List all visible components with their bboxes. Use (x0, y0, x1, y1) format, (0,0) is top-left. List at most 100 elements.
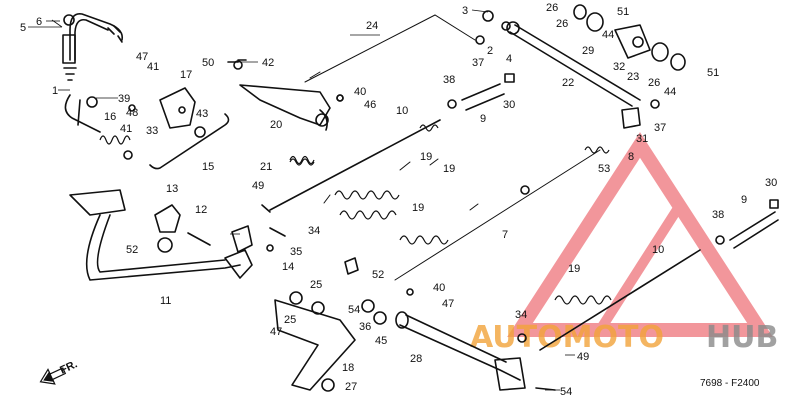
callout-1: 1 (52, 85, 58, 97)
callout-38a: 38 (443, 74, 455, 86)
callout-33: 33 (146, 125, 158, 137)
callout-50: 50 (202, 57, 214, 69)
callout-19b: 19 (443, 163, 455, 175)
callout-28: 28 (410, 353, 422, 365)
callout-37b: 37 (654, 122, 666, 134)
callout-51a: 51 (617, 6, 629, 18)
callout-7: 7 (502, 229, 508, 241)
callout-52a: 52 (126, 244, 138, 256)
leader-lines (28, 9, 575, 391)
callout-48: 48 (126, 107, 138, 119)
callout-32: 32 (613, 61, 625, 73)
part-pin-9-lower (729, 211, 779, 249)
callout-9b: 9 (741, 194, 747, 206)
callout-49a: 49 (252, 180, 264, 192)
callout-20: 20 (270, 119, 282, 131)
callout-30a: 30 (503, 99, 515, 111)
part-rod-10-lower (539, 249, 701, 351)
callout-8: 8 (628, 151, 634, 163)
callout-25a: 25 (310, 279, 322, 291)
callout-44b: 44 (664, 86, 676, 98)
callout-27: 27 (345, 381, 357, 393)
callout-44a: 44 (602, 29, 614, 41)
callout-47c: 47 (270, 326, 282, 338)
callout-34b: 34 (515, 309, 527, 321)
callout-36: 36 (359, 321, 371, 333)
callout-6: 6 (36, 16, 42, 28)
callout-45: 45 (375, 335, 387, 347)
part-pin-9-upper (461, 83, 505, 111)
callout-53: 53 (598, 163, 610, 175)
callout-12: 12 (195, 204, 207, 216)
part-brake-arm (233, 60, 344, 165)
callout-42: 42 (262, 57, 274, 69)
part-spring-21 (289, 158, 315, 166)
callout-9a: 9 (480, 113, 486, 125)
part-shaft-28 (395, 311, 526, 391)
callout-30b: 30 (765, 177, 777, 189)
part-cable-7 (394, 149, 601, 281)
callout-3: 3 (462, 5, 468, 17)
part-shaft-22 (506, 4, 686, 129)
callout-46: 46 (364, 99, 376, 111)
callout-34a: 34 (308, 225, 320, 237)
callout-numbers: 1 2 3 4 5 6 7 8 9 9 10 10 11 12 13 14 15… (20, 2, 777, 398)
callout-37a: 37 (472, 57, 484, 69)
part-springs-19 (323, 158, 612, 305)
part-bracket-18 (274, 299, 356, 391)
callout-22: 22 (562, 77, 574, 89)
callout-16: 16 (104, 111, 116, 123)
callout-15: 15 (202, 161, 214, 173)
callout-19c: 19 (412, 202, 424, 214)
callout-40b: 40 (433, 282, 445, 294)
callout-5: 5 (20, 22, 26, 34)
callout-39: 39 (118, 93, 130, 105)
part-cable-assembly (62, 13, 124, 81)
callout-13: 13 (166, 183, 178, 195)
part-rod-10-upper (269, 119, 441, 211)
callout-19a: 19 (420, 151, 432, 163)
diagram-code: 7698 - F2400 (700, 378, 760, 389)
callout-11: 11 (160, 295, 171, 307)
callout-14: 14 (282, 261, 294, 273)
callout-41b: 41 (120, 123, 132, 135)
callout-26a: 26 (546, 2, 558, 14)
watermark-brand-part1: AUTOMOTO (470, 320, 664, 355)
front-direction-arrow (39, 367, 67, 385)
callout-17: 17 (180, 69, 192, 81)
part-rod-24 (304, 14, 476, 83)
callout-51b: 51 (707, 67, 719, 79)
callout-54a: 54 (348, 304, 360, 316)
callout-47b: 47 (442, 298, 454, 310)
callout-24: 24 (366, 20, 378, 32)
callout-18: 18 (342, 362, 354, 374)
callout-40a: 40 (354, 86, 366, 98)
callout-43: 43 (196, 108, 208, 120)
callout-38b: 38 (712, 209, 724, 221)
watermark (507, 132, 773, 337)
callout-31: 31 (636, 133, 648, 145)
callout-29: 29 (582, 45, 594, 57)
callout-2: 2 (487, 45, 493, 57)
callout-41a: 41 (147, 61, 159, 73)
callout-26b: 26 (556, 18, 568, 30)
watermark-brand-part2: HUB (706, 320, 778, 355)
part-rod-24-tail (309, 71, 321, 79)
part-spring-53 (584, 146, 610, 154)
callout-10b: 10 (652, 244, 664, 256)
callout-4: 4 (506, 53, 512, 65)
callout-54b: 54 (560, 386, 572, 398)
callout-10a: 10 (396, 105, 408, 117)
callout-19d: 19 (568, 263, 580, 275)
part-brake-pedal (69, 189, 253, 281)
part-rod-assembly (64, 87, 230, 170)
callout-23: 23 (627, 71, 639, 83)
callout-25b: 25 (284, 314, 296, 326)
callout-49b: 49 (577, 351, 589, 363)
callout-21: 21 (260, 161, 272, 173)
callout-26c: 26 (648, 77, 660, 89)
callout-52b: 52 (372, 269, 384, 281)
callout-47a: 47 (136, 51, 148, 63)
callout-35: 35 (290, 246, 302, 258)
